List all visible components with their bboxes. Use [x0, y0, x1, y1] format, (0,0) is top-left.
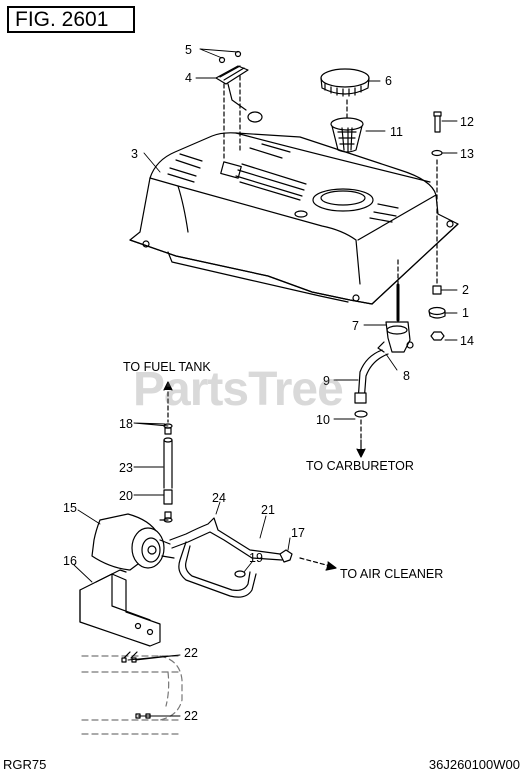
- callout-13: 13: [460, 147, 474, 161]
- to-fuel-tank-label: TO FUEL TANK: [123, 360, 211, 374]
- callout-20: 20: [119, 489, 133, 503]
- callout-11: 11: [390, 125, 403, 139]
- screws: [121, 651, 151, 719]
- callout-12: 12: [460, 115, 474, 129]
- callout-21: 21: [261, 503, 275, 517]
- drawing-number: 36J260100W00: [428, 757, 520, 772]
- callout-23: 23: [119, 461, 133, 475]
- callout-7: 7: [352, 319, 359, 333]
- callout-22b: 22: [184, 709, 198, 723]
- frame-phantom: [81, 655, 183, 735]
- pump-bracket: [79, 569, 161, 647]
- fuel-tank: [129, 132, 459, 305]
- callout-10: 10: [316, 413, 330, 427]
- fuel-gauge: [215, 50, 263, 161]
- callout-1: 1: [462, 306, 469, 320]
- fuel-pump: [91, 513, 175, 571]
- callout-4: 4: [185, 71, 192, 85]
- callout-14: 14: [460, 334, 474, 348]
- callout-3: 3: [131, 147, 138, 161]
- callout-2: 2: [462, 283, 469, 297]
- vacuum-line: [169, 517, 337, 598]
- callout-9: 9: [323, 374, 330, 388]
- to-air-cleaner-label: TO AIR CLEANER: [340, 567, 443, 581]
- fuel-strainer: [330, 99, 364, 153]
- figure-title: FIG. 2601: [7, 6, 135, 33]
- watermark: PartsTree: [133, 363, 344, 416]
- callout-5: 5: [185, 43, 192, 57]
- callout-labels: 1 2 3 4 5 6 7 8 9 10 11 12 13 14 15 16 1…: [63, 43, 474, 723]
- callout-19: 19: [249, 551, 263, 565]
- callout-24: 24: [212, 491, 226, 505]
- callout-18: 18: [119, 417, 133, 431]
- direction-annotations: TO FUEL TANK TO CARBURETOR TO AIR CLEANE…: [123, 360, 443, 581]
- to-carburetor-label: TO CARBURETOR: [306, 459, 414, 473]
- fuel-cap: [320, 68, 370, 97]
- callout-22a: 22: [184, 646, 198, 660]
- callout-8: 8: [403, 369, 410, 383]
- callout-17: 17: [291, 526, 305, 540]
- callout-6: 6: [385, 74, 392, 88]
- leader-lines: [73, 48, 458, 717]
- carburetor-fuel-line: [354, 349, 389, 458]
- callout-15: 15: [63, 501, 77, 515]
- fuel-valve: [377, 259, 414, 353]
- callout-16: 16: [63, 554, 77, 568]
- tank-fuel-line: [163, 381, 173, 523]
- model-label: RGR75: [3, 757, 47, 772]
